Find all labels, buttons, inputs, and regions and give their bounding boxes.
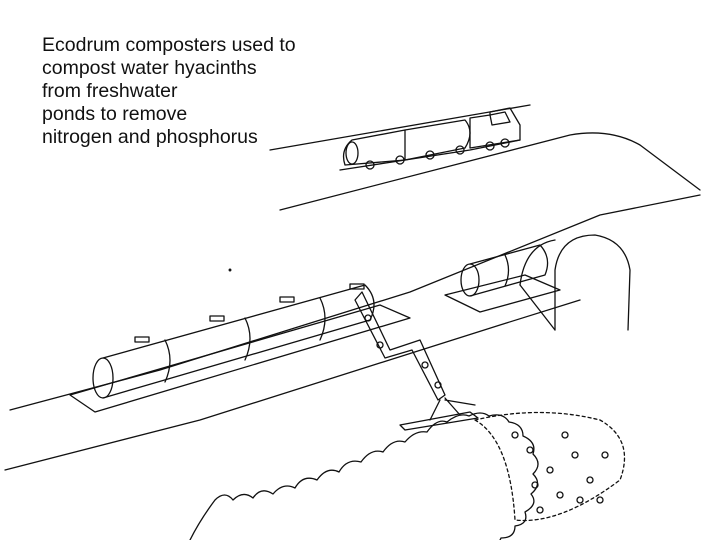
caption-line: nitrogen and phosphorus [42,126,258,148]
train [339,107,521,171]
pond-shoreline [189,412,539,540]
lower-road-edge-2 [4,299,581,471]
conveyor-arm [354,291,479,431]
caption-line: Ecodrum composters used to [42,34,296,56]
hyacinth-pile [474,411,626,522]
ecodrum-composter [69,283,411,413]
tunnel [519,234,631,331]
caption-line: compost water hyacinths [42,57,257,79]
upper-road-edge-2 [279,132,701,211]
caption-line: from freshwater [42,80,178,102]
caption: Ecodrum composters used to compost water… [42,34,296,149]
drum-in-tunnel [444,244,561,313]
upper-road-edge [269,104,531,151]
caption-line: ponds to remove [42,103,188,125]
